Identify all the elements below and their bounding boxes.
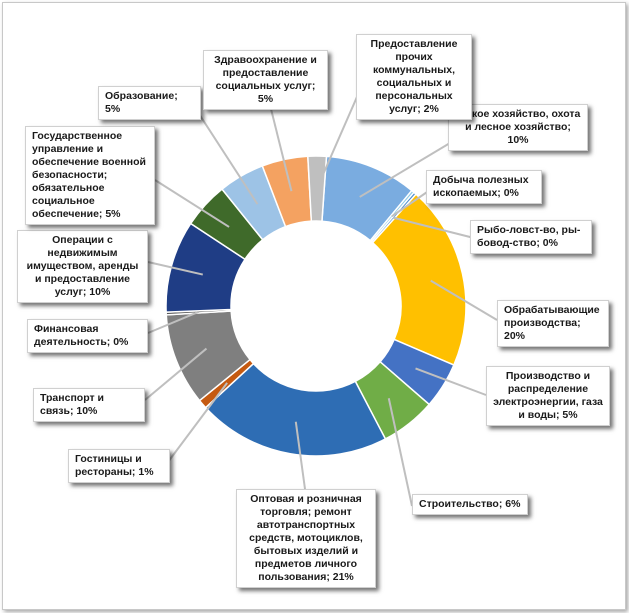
- slice-trade: [204, 362, 387, 457]
- leader-agriculture: [359, 139, 456, 198]
- label-other-services: Предоставление прочих коммунальных, соци…: [356, 34, 472, 120]
- leader-energy: [415, 367, 487, 396]
- leader-health: [269, 104, 293, 192]
- leader-trade: [294, 421, 306, 490]
- label-government: Государственное управление и обеспечение…: [25, 126, 155, 225]
- label-construction: Строительство; 6%: [412, 494, 528, 515]
- label-finance: Финансовая деятельность; 0%: [27, 319, 148, 353]
- leader-manufacturing: [430, 279, 498, 321]
- leader-realestate: [147, 261, 204, 276]
- label-mining: Добыча полезных ископаемых; 0%: [426, 170, 542, 204]
- leader-finance: [147, 310, 200, 334]
- label-health: Здравоохранение и предоставление социаль…: [203, 50, 328, 110]
- leader-lines: [144, 89, 498, 507]
- leader-education: [189, 99, 259, 205]
- label-hotels: Гостиницы и рестораны; 1%: [68, 449, 170, 483]
- label-fishing: Рыбо-ловст-во, ры-бовод-ство; 0%: [470, 220, 592, 254]
- leader-hotels: [167, 382, 228, 463]
- leader-government: [154, 179, 230, 228]
- donut-slices: [165, 155, 467, 457]
- label-energy: Производство и распределение электроэнер…: [486, 366, 610, 426]
- leader-transport: [144, 347, 208, 401]
- leader-construction: [387, 398, 413, 507]
- label-manufacturing: Обрабатывающие производства; 20%: [497, 300, 609, 347]
- leader-fishing: [393, 216, 475, 239]
- leader-mining: [391, 189, 431, 218]
- label-education: Образование; 5%: [98, 86, 201, 120]
- leader-other-services: [315, 89, 361, 189]
- label-realestate: Операции с недвижимым имуществом, аренды…: [17, 230, 148, 303]
- label-trade: Оптовая и розничная торговля; ремонт авт…: [236, 489, 376, 588]
- label-transport: Транспорт и связь; 10%: [33, 388, 145, 422]
- slice-manufacturing: [371, 193, 467, 367]
